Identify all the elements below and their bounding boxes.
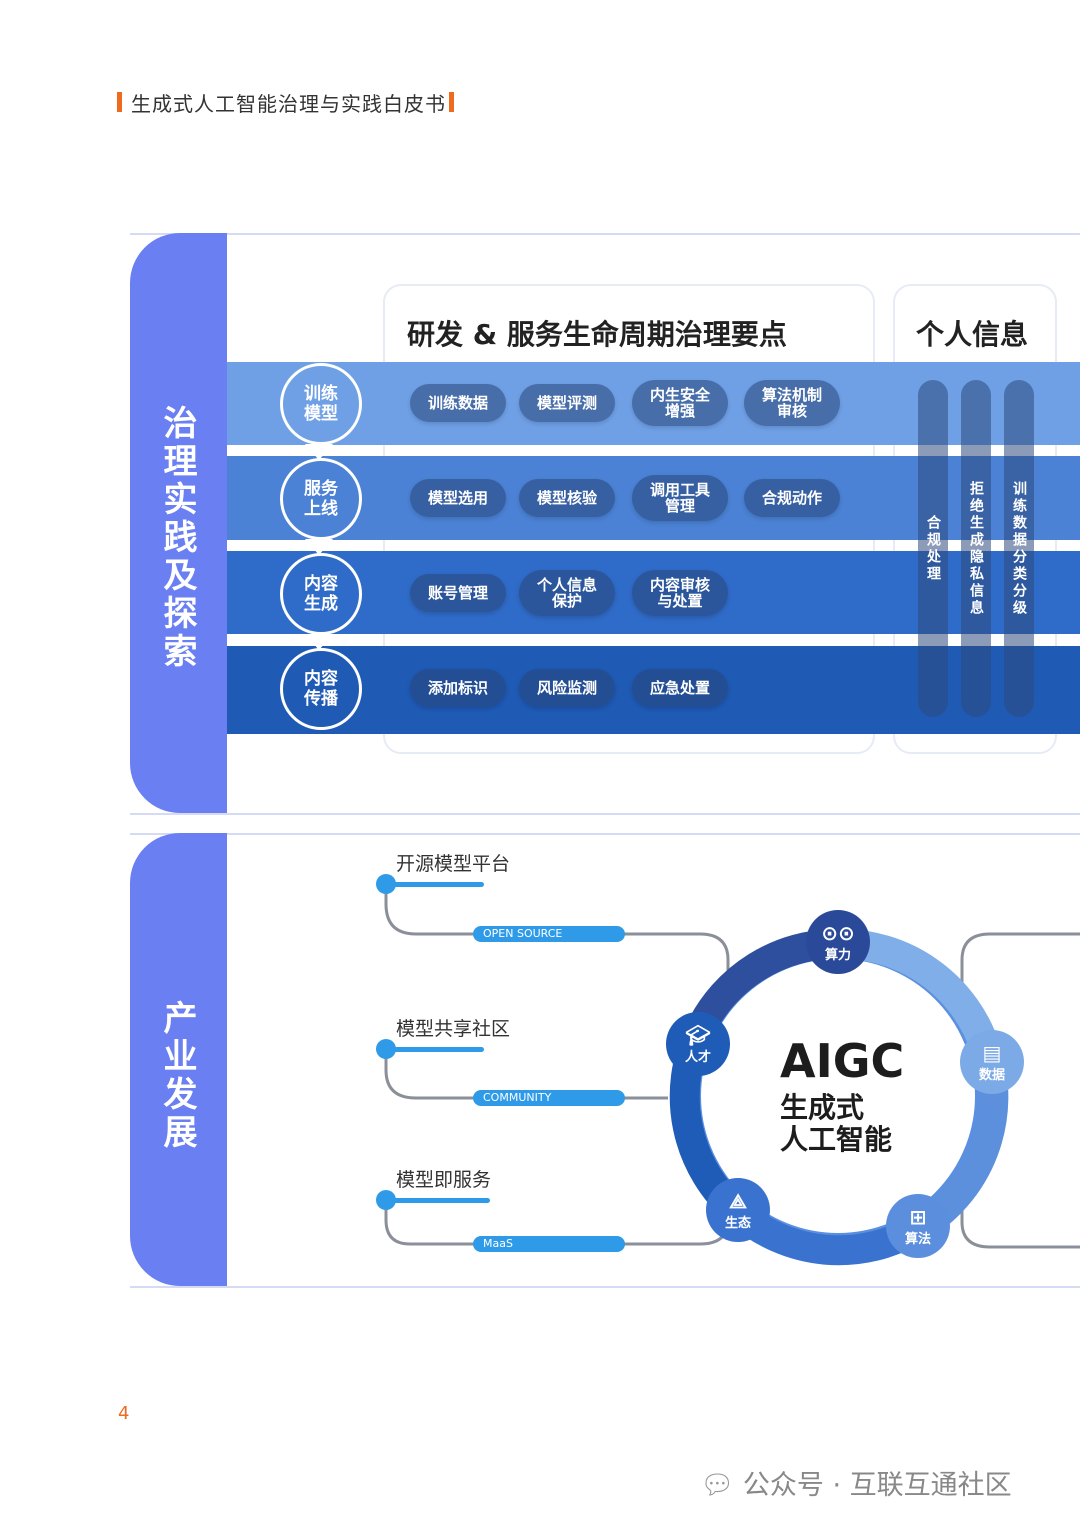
industry-side-label: 产业发展 [157,1000,197,1152]
pill-account-management: 账号管理 [410,574,506,612]
personal-info-title: 个人信息 [916,318,1029,351]
personal-col-refuse-privacy: 拒绝生成隐私信息 [961,380,991,717]
platform-maas-title: 模型即服务 [396,1169,492,1191]
stage-arrow-1 [305,444,333,460]
pill-algorithm-review: 算法机制审核 [744,380,840,426]
pill-endogenous-security: 内生安全增强 [632,380,728,426]
aigc-center-subtitle-1: 生成式 [780,1091,865,1124]
page-number: 4 [118,1403,130,1424]
aigc-center-subtitle-2: 人工智能 [780,1123,893,1156]
node-data: ▤ 数据 [960,1030,1024,1094]
stage-content-spread: 内容传播 [280,648,362,730]
pill-model-selection: 模型选用 [410,479,506,517]
node-ecosystem: ⟁ 生态 [706,1178,770,1242]
platform-open-source-title: 开源模型平台 [396,853,511,875]
algorithm-icon: ⊞ [909,1204,927,1229]
platform-open-source-dot [376,874,396,894]
header-accent-right [449,92,454,112]
governance-side-label: 治理实践及探索 [157,405,197,671]
personal-col-compliance: 合规处理 [918,380,948,717]
platform-open-source-underline [392,882,484,887]
chip-icon: ⊙⊙ [821,920,855,945]
personal-col-data-classification: 训练数据分类分级 [1004,380,1034,717]
pill-model-verification: 模型核验 [519,479,615,517]
pill-tool-management: 调用工具管理 [632,475,728,521]
pill-emergency-response: 应急处置 [632,669,728,707]
pill-risk-monitoring: 风险监测 [519,669,615,707]
pill-add-label: 添加标识 [410,669,506,707]
pill-model-evaluation: 模型评测 [519,384,615,422]
stage-arrow-2 [305,539,333,555]
platform-maas-tag: MaaS [473,1236,625,1252]
node-talent: 🎓︎ 人才 [666,1012,730,1076]
ecosystem-icon: ⟁ [729,1188,747,1213]
node-computing-power: ⊙⊙ 算力 [806,910,870,974]
industry-side-tab [130,833,227,1286]
pill-training-data: 训练数据 [410,384,506,422]
stage-train-model: 训练模型 [280,363,362,445]
platform-community-dot [376,1039,396,1059]
stage-arrow-3 [305,634,333,650]
wechat-icon: 💬︎ [700,1470,735,1501]
pill-personal-info-protection: 个人信息保护 [519,570,615,616]
lifecycle-card-title: 研发 & 服务生命周期治理要点 [407,318,787,351]
platform-maas-dot [376,1190,396,1210]
wechat-watermark: 💬︎ 公众号 · 互联互通社区 [700,1470,1012,1501]
stage-content-generation: 内容生成 [280,553,362,635]
platform-open-source-tag: OPEN SOURCE [473,926,625,942]
database-icon: ▤ [982,1040,1002,1065]
pill-content-review: 内容审核与处置 [632,570,728,616]
graduation-cap-icon: 🎓︎ [685,1022,711,1047]
platform-community-title: 模型共享社区 [396,1018,511,1040]
platform-community-tag: COMMUNITY [473,1090,625,1106]
document-title: 生成式人工智能治理与实践白皮书 [131,92,446,116]
platform-maas-underline [392,1198,490,1203]
governance-side-tab [130,233,227,813]
aigc-center-title: AIGC [780,1034,905,1088]
node-algorithm: ⊞ 算法 [886,1194,950,1258]
pill-compliance-action: 合规动作 [744,479,840,517]
platform-community-underline [392,1047,484,1052]
header-accent-left [117,92,122,112]
stage-service-online: 服务上线 [280,458,362,540]
